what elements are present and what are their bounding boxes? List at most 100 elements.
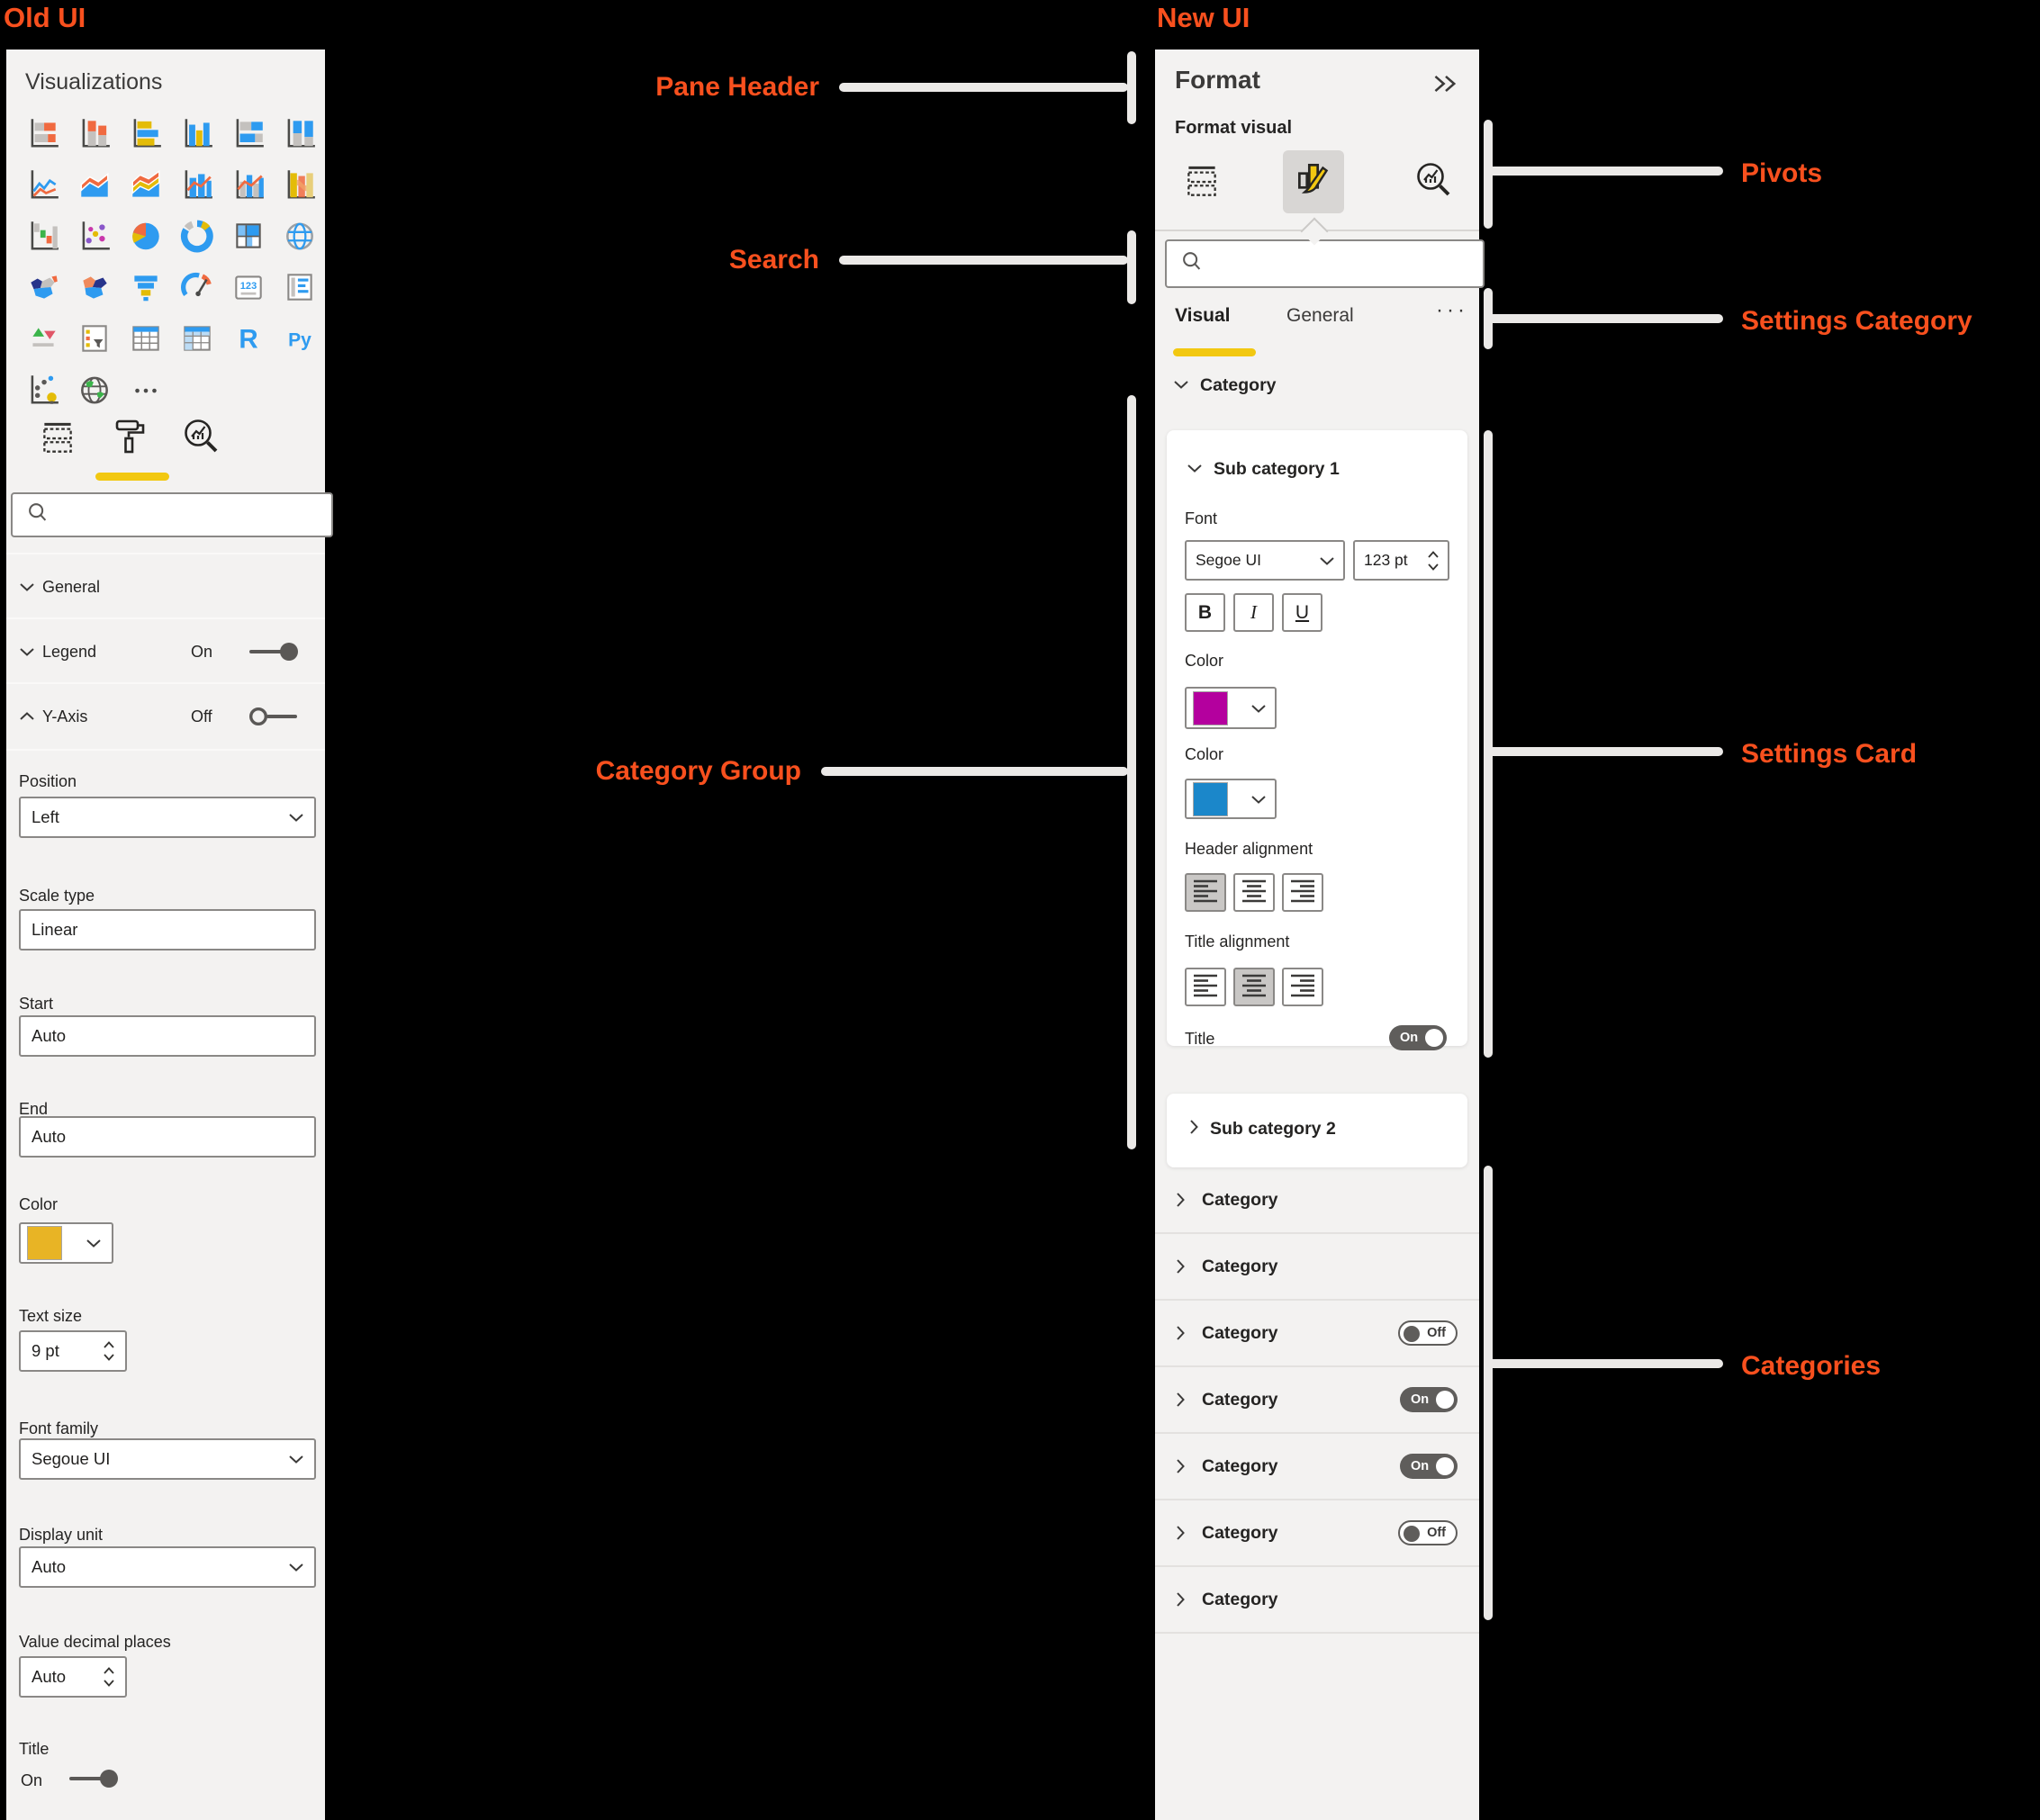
hundred-column-icon[interactable] <box>274 107 325 158</box>
analytics-tab[interactable] <box>180 417 223 462</box>
stacked-column-icon[interactable] <box>68 107 120 158</box>
card-icon[interactable]: 123 <box>222 261 274 312</box>
map-icon[interactable] <box>274 210 325 261</box>
bold-button[interactable]: B <box>1185 593 1225 632</box>
category-toggle-off[interactable]: Off <box>1398 1520 1458 1545</box>
y-axis-toggle[interactable] <box>248 705 300 728</box>
slicer-icon[interactable] <box>68 312 120 364</box>
tab-general[interactable]: General <box>1286 305 1354 326</box>
position-select[interactable]: Left <box>19 797 316 838</box>
title-toggle-on[interactable]: On <box>1389 1025 1447 1050</box>
legend-toggle[interactable] <box>248 640 300 663</box>
font-size-stepper[interactable]: 123 pt <box>1353 540 1449 581</box>
toggle-state-text: On <box>1411 1459 1430 1473</box>
color-picker-1[interactable] <box>1185 687 1277 729</box>
sub-category-1-header[interactable]: Sub category 1 <box>1187 459 1340 480</box>
chevron-down-icon <box>288 1454 304 1464</box>
pie-icon[interactable] <box>120 210 171 261</box>
stacked-bar-icon[interactable] <box>17 107 68 158</box>
analytics-pivot[interactable] <box>1407 156 1461 210</box>
funnel-icon[interactable] <box>120 261 171 312</box>
line-icon[interactable] <box>17 158 68 210</box>
arcgis-map-icon[interactable] <box>68 364 120 415</box>
annotation-line <box>1487 1359 1723 1368</box>
end-input[interactable]: Auto <box>19 1116 316 1158</box>
chevron-down-icon <box>1187 462 1203 478</box>
donut-icon[interactable] <box>171 210 222 261</box>
title-align-left-button[interactable] <box>1185 968 1226 1006</box>
tab-visual[interactable]: Visual <box>1175 305 1231 326</box>
shape-map-icon[interactable] <box>68 261 120 312</box>
key-influencers-icon[interactable] <box>17 364 68 415</box>
format-pivot-selected[interactable] <box>1283 150 1344 213</box>
header-align-left-button[interactable] <box>1185 873 1226 912</box>
chevron-down-icon <box>1319 555 1335 566</box>
header-align-right-button[interactable] <box>1282 873 1323 912</box>
line-clustered-column-icon[interactable] <box>222 158 274 210</box>
category-row-7[interactable]: Category <box>1155 1567 1479 1634</box>
r-script-icon[interactable]: R <box>222 312 274 364</box>
fields-pivot[interactable] <box>1175 156 1229 210</box>
filled-map-icon[interactable] <box>17 261 68 312</box>
search-icon <box>25 500 50 530</box>
category-group-header[interactable]: Category <box>1173 375 1277 396</box>
python-icon[interactable]: Py <box>274 312 325 364</box>
more-visuals-icon[interactable] <box>120 364 171 415</box>
align-right-icon <box>1288 877 1317 908</box>
category-row-2[interactable]: Category <box>1155 1234 1479 1301</box>
chevron-down-icon <box>1250 794 1267 805</box>
waterfall-icon[interactable] <box>17 210 68 261</box>
font-family-select[interactable]: Segoe UI <box>1185 540 1345 581</box>
stepper-arrows-icon <box>103 1339 115 1363</box>
font-family-select[interactable]: Segoue UI <box>19 1438 316 1480</box>
new-search-input[interactable] <box>1165 239 1485 288</box>
underline-button[interactable]: U <box>1282 593 1322 632</box>
multi-row-card-icon[interactable] <box>274 261 325 312</box>
category-toggle-on[interactable]: On <box>1400 1387 1458 1412</box>
header-align-center-button[interactable] <box>1233 873 1275 912</box>
old-search-input[interactable] <box>11 492 333 537</box>
clustered-column-icon[interactable] <box>171 107 222 158</box>
matrix-icon[interactable] <box>171 312 222 364</box>
stacked-area-icon[interactable] <box>120 158 171 210</box>
scale-type-input[interactable]: Linear <box>19 909 316 951</box>
kpi-icon[interactable] <box>17 312 68 364</box>
more-tabs-icon[interactable]: ··· <box>1436 298 1468 322</box>
title-align-right-button[interactable] <box>1282 968 1323 1006</box>
italic-button[interactable]: I <box>1233 593 1274 632</box>
color-picker-2[interactable] <box>1185 779 1277 819</box>
clustered-bar-icon[interactable] <box>120 107 171 158</box>
text-size-stepper[interactable]: 9 pt <box>19 1330 127 1372</box>
category-row-1[interactable]: Category <box>1155 1167 1479 1234</box>
format-tab[interactable] <box>108 417 151 462</box>
start-input[interactable]: Auto <box>19 1015 316 1057</box>
selected-tab-underline <box>1173 348 1256 356</box>
color-color-picker[interactable] <box>19 1222 113 1264</box>
settings-card-sub-category-2[interactable]: Sub category 2 <box>1167 1094 1467 1167</box>
collapse-pane-button[interactable] <box>1432 73 1459 99</box>
section-row-general[interactable]: General <box>6 553 325 619</box>
table-icon[interactable] <box>120 312 171 364</box>
line-stacked-column-icon[interactable] <box>171 158 222 210</box>
sub-category-2-header[interactable]: Sub category 2 <box>1188 1119 1336 1140</box>
category-toggle-on[interactable]: On <box>1400 1454 1458 1479</box>
gauge-icon[interactable] <box>171 261 222 312</box>
fields-tab[interactable] <box>36 417 79 462</box>
title-align-center-button[interactable] <box>1233 968 1275 1006</box>
ribbon-icon[interactable] <box>274 158 325 210</box>
scatter-icon[interactable] <box>68 210 120 261</box>
title-toggle[interactable] <box>68 1767 120 1795</box>
value-decimal-places-stepper[interactable]: Auto <box>19 1656 127 1698</box>
display-unit-select[interactable]: Auto <box>19 1546 316 1588</box>
treemap-icon[interactable] <box>222 210 274 261</box>
category-toggle-off[interactable]: Off <box>1398 1320 1458 1346</box>
hundred-bar-icon[interactable] <box>222 107 274 158</box>
area-icon[interactable] <box>68 158 120 210</box>
